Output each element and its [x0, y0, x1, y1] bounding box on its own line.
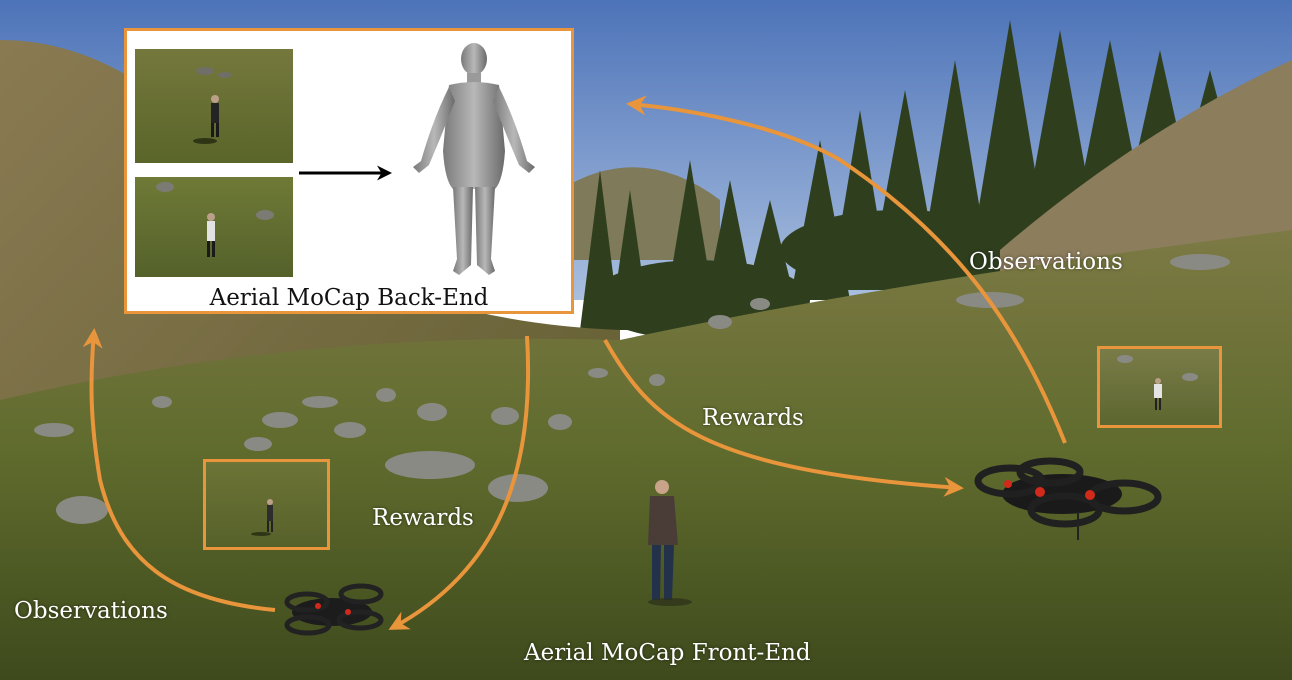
- backend-input-frame-bottom: [135, 177, 293, 277]
- backend-pipeline-arrow: [299, 165, 392, 181]
- rewards-arrow-left: [388, 335, 531, 630]
- drone-left: [284, 583, 384, 636]
- rewards-label-left: Rewards: [372, 505, 474, 531]
- person-figure: [648, 480, 692, 606]
- rewards-label-right: Rewards: [702, 405, 804, 431]
- meadow: [0, 230, 1292, 680]
- person-thumb-icon: [193, 67, 232, 144]
- rocks: [34, 254, 1230, 524]
- rewards-arrow-right: [603, 339, 964, 497]
- person-thumb-icon: [1117, 355, 1198, 410]
- observations-arrow-right: [626, 95, 1067, 444]
- drone-view-box-right: [1097, 346, 1222, 428]
- person-thumb-icon: [251, 499, 273, 536]
- body-mesh-icon: [413, 43, 535, 275]
- observations-label-left: Observations: [14, 598, 168, 624]
- frontend-title: Aerial MoCap Front-End: [524, 640, 811, 666]
- backend-panel: Aerial MoCap Back-End: [124, 28, 574, 314]
- observations-label-right: Observations: [969, 249, 1123, 275]
- drone-view-box-left: [203, 459, 330, 550]
- person-thumb-icon: [156, 182, 274, 257]
- backend-input-frame-top: [135, 49, 293, 163]
- drone-right: [974, 457, 1162, 540]
- backend-title: Aerial MoCap Back-End: [209, 285, 489, 311]
- observations-arrow-left: [82, 328, 276, 612]
